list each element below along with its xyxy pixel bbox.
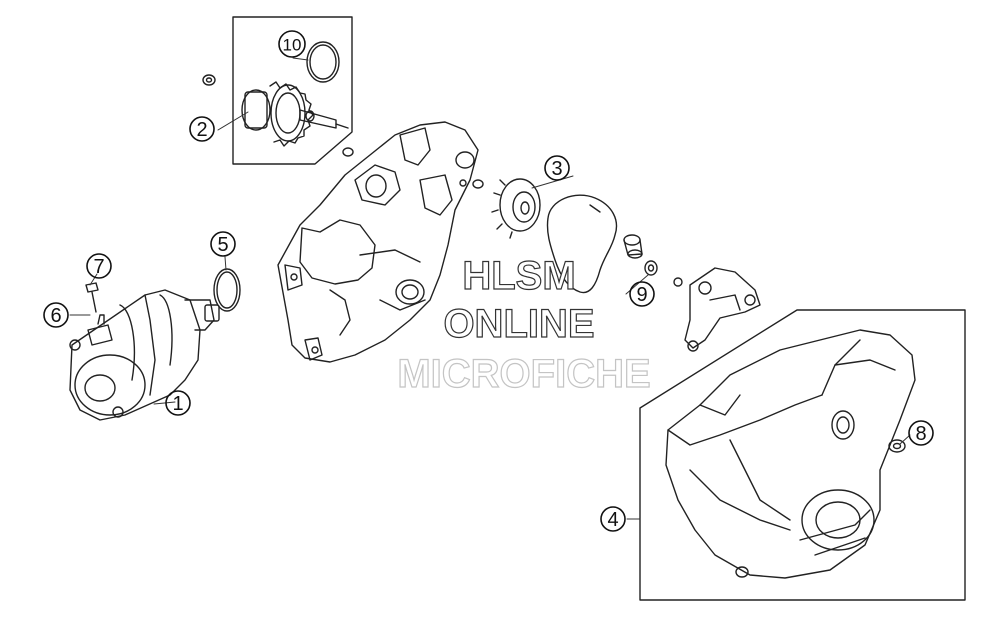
sleeve-bushing <box>623 234 643 259</box>
callout-circle-9 <box>629 281 655 307</box>
callout-circle-2 <box>189 116 215 142</box>
callout-4: 4 <box>607 509 618 531</box>
callout-1: 1 <box>172 393 183 415</box>
inner-cover-plate <box>684 267 761 352</box>
callout-circle-5 <box>210 231 236 257</box>
o-ring-10 <box>306 41 340 83</box>
crankcase-casing <box>277 121 484 363</box>
terminal-nut-6 <box>85 282 99 313</box>
callout-6: 6 <box>50 305 61 327</box>
callout-8: 8 <box>915 423 926 445</box>
callout-5: 5 <box>217 234 228 256</box>
callout-3: 3 <box>551 158 562 180</box>
callout-circle-4 <box>600 506 626 532</box>
o-ring-5 <box>213 268 241 312</box>
callout-circle-6 <box>43 302 69 328</box>
callout-7: 7 <box>93 256 104 278</box>
inset-box-starter-drive <box>232 16 353 165</box>
watermark-line-3: MICROFICHE <box>397 352 650 396</box>
watermark-line-1: HLSM <box>462 254 575 298</box>
callout-circle-3 <box>544 155 570 181</box>
idler-gear-2 <box>202 74 354 157</box>
callout-9: 9 <box>636 284 647 306</box>
washer-9 <box>644 260 683 287</box>
callout-2: 2 <box>196 119 207 141</box>
callout-circle-8 <box>908 420 934 446</box>
callout-circle-1 <box>165 390 191 416</box>
inset-box-ignition-cover <box>639 309 966 601</box>
starter-gear-3 <box>491 178 541 239</box>
callout-circle-7 <box>86 253 112 279</box>
callout-10: 10 <box>283 36 302 55</box>
watermark-line-2: ONLINE <box>443 302 594 346</box>
cover-gasket <box>546 194 618 294</box>
ignition-cover-4 <box>665 329 916 579</box>
starter-motor-1 <box>69 289 220 421</box>
washer-8 <box>888 439 906 453</box>
callout-circle-10 <box>278 30 306 58</box>
